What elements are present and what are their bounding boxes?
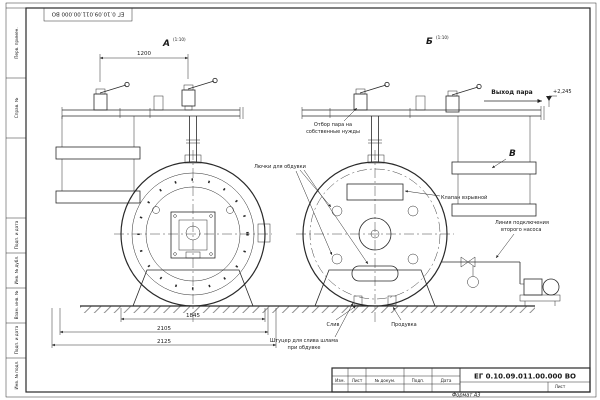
sludge-label-2: при обдувке — [288, 345, 321, 351]
blowdown-label: Продувка — [391, 322, 416, 328]
pump-assembly — [441, 256, 561, 306]
water-column — [415, 95, 426, 111]
sidebar-label: Перв. примен. — [14, 27, 19, 58]
view-a-boiler-front — [114, 150, 272, 322]
steam-outlet-callout: Выход пара +2,245 — [484, 89, 572, 107]
pressure-gauge-icon — [467, 276, 479, 288]
title-block: Изм. Лист № докум. Подп. Дата ЕГ 0.10.09… — [331, 367, 591, 393]
tube-bundle — [451, 203, 537, 217]
view-v-arrow — [491, 158, 507, 169]
door-hinge — [257, 223, 271, 243]
view-b-piping — [301, 81, 545, 217]
sight-port — [152, 206, 160, 214]
sidebar-label: Инв. № подл. — [14, 361, 19, 390]
drain-nozzle — [353, 295, 363, 306]
steam-tap-label-2: собственные нужды — [306, 129, 360, 135]
pump-line-label-2: второго насоса — [501, 227, 541, 233]
tb-col-sign: Подп. — [412, 378, 425, 383]
blowoff-hatch — [331, 205, 343, 217]
drain-label: Слив — [327, 322, 340, 328]
hatches-label: Лючки для обдувки — [254, 164, 306, 170]
level-mark-label: +2,245 — [553, 89, 572, 95]
tube-bundle — [55, 146, 141, 160]
safety-valve — [93, 81, 130, 111]
tb-col-list: Лист — [352, 378, 363, 383]
steam-tap-label-1: Отбор пара на — [314, 122, 352, 128]
safety-valve — [445, 83, 482, 113]
water-column — [153, 95, 164, 111]
sight-port — [226, 206, 234, 214]
blowoff-hatch — [407, 253, 419, 265]
pump-body — [523, 278, 543, 296]
leader-annotations: Отбор пара на собственные нужды Лючки дл… — [254, 107, 549, 351]
center-manhole — [358, 217, 392, 251]
tube-bundle — [55, 190, 141, 204]
tb-col-date: Дата — [441, 378, 452, 383]
blowdown-nozzle — [387, 295, 397, 306]
dim-3: 2125 — [157, 339, 171, 345]
explosion-valve-label: Клапан взрывной — [441, 194, 487, 201]
view-a-label: А — [162, 39, 170, 49]
sidebar-label: Подп. и дата — [14, 325, 19, 354]
sludge-label-1: Штуцер для слива шлама — [270, 338, 338, 344]
view-b-boiler-rear — [296, 150, 454, 322]
sidebar-label: Подп. и дата — [14, 220, 19, 249]
dimensions: 1200 1845 2105 2125 — [51, 51, 277, 348]
steam-outlet-label: Выход пара — [491, 89, 532, 96]
valve-icon — [460, 256, 469, 268]
dim-1: 1845 — [186, 313, 200, 319]
sidebar-label: Взам. инв. № — [14, 290, 19, 319]
sidebar-label: Справ. № — [14, 97, 19, 118]
tb-col-izm: Изм. — [335, 378, 345, 383]
pump-motor — [542, 278, 560, 296]
safety-valve — [181, 77, 218, 111]
view-b-label: Б — [426, 37, 433, 47]
top-stamp: ЕГ 0.10.09.011.00.000 ВО — [43, 7, 133, 22]
dim-top: 1200 — [137, 51, 151, 57]
format-label: Формат А3 — [452, 393, 480, 399]
blowoff-hatch — [331, 253, 343, 265]
stamp-text: ЕГ 0.10.09.011.00.000 ВО — [51, 11, 124, 17]
dim-2: 2105 — [157, 326, 171, 332]
level-mark-icon — [546, 95, 557, 107]
pump-base — [519, 294, 561, 302]
bolt-circle — [137, 178, 249, 290]
pump-line-label-1: Линия подключения — [495, 220, 549, 226]
ground-line — [80, 305, 535, 313]
saddle-support — [314, 269, 436, 307]
top-nozzle — [184, 154, 202, 164]
view-labels: А (1:10) Б (1:10) В — [162, 35, 516, 169]
safety-valve — [353, 81, 390, 111]
blowoff-hatch — [407, 205, 419, 217]
valve-icon — [467, 256, 476, 268]
view-a-piping — [55, 77, 244, 204]
tb-col-doc: № докум. — [375, 378, 396, 383]
view-a-scale: (1:10) — [173, 37, 186, 42]
view-b-scale: (1:10) — [436, 35, 449, 40]
burner-mount — [170, 211, 216, 259]
lower-manhole-hatch — [351, 265, 399, 282]
tb-sheet-label: Лист — [555, 384, 566, 389]
sidebar-label: Инв. № дубл. — [14, 256, 19, 285]
drawing-designation: ЕГ 0.10.09.011.00.000 ВО — [474, 373, 576, 381]
tube-bundle — [451, 161, 537, 175]
sidebar-stamp-column: Перв. примен. Справ. № Подп. и дата Инв.… — [6, 7, 26, 390]
top-nozzle — [367, 154, 385, 164]
saddle-support — [132, 269, 254, 307]
drawing-frame: Перв. примен. Справ. № Подп. и дата Инв.… — [5, 2, 597, 399]
explosion-valve-hatch — [346, 183, 404, 201]
view-v-label: В — [509, 149, 516, 159]
